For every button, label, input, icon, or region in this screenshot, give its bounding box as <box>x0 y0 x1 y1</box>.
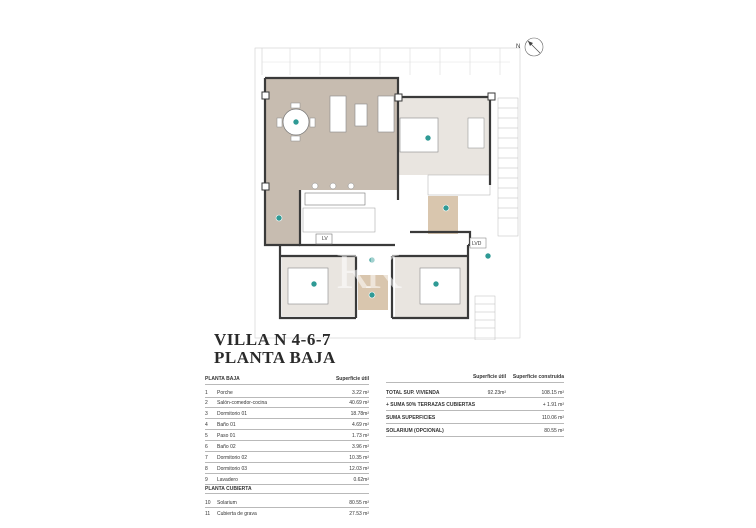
table-value: 12.03 m² <box>349 466 369 472</box>
floor-plan: LV LVD RK N <box>254 37 544 340</box>
summary-row: SUMA SUPERFICIES <box>386 415 436 421</box>
porch-area <box>265 190 300 245</box>
section-planta-baja: PLANTA BAJA <box>205 376 240 382</box>
summary-row: TOTAL SUP. VIVIENDA <box>386 390 440 396</box>
lvd-box <box>469 237 487 249</box>
col-header-util: Superficie útil <box>335 376 369 382</box>
table-value: 3.22 m² <box>352 390 369 396</box>
label-lvd: LVD <box>472 241 482 247</box>
staircase-top <box>497 97 519 237</box>
summary-value-construida: 108.15 m² <box>541 390 564 396</box>
bathroom-01 <box>428 196 458 234</box>
table-value: 1.73 m² <box>352 433 369 439</box>
table-value: 40.69 m² <box>349 400 369 406</box>
villa-title: VILLA N 4-6-7 <box>214 330 332 349</box>
closet <box>427 174 491 196</box>
dining-chairs <box>276 102 316 142</box>
summary-row: SOLARIUM (OPCIONAL) <box>386 428 444 434</box>
summary-value-util: 92.23m² <box>487 390 506 396</box>
table-value: 3.96 m² <box>352 444 369 450</box>
floor-title: PLANTA BAJA <box>214 348 336 367</box>
label-lv: LV <box>322 236 328 242</box>
col-header-util: Superficie útil <box>472 374 506 380</box>
bar-stools <box>311 182 355 190</box>
col-header-construida: Superficie construida <box>512 374 564 380</box>
area-table-right: Superficie útil Superficie construida TO… <box>386 374 564 444</box>
summary-value-construida: 80.55 m² <box>544 428 564 434</box>
lavadero <box>315 233 333 245</box>
summary-value-construida: + 1.91 m² <box>542 402 564 408</box>
plot-outline <box>254 47 521 339</box>
room-markers <box>275 118 492 299</box>
watermark: RK <box>336 243 403 300</box>
bed-01 <box>399 117 439 153</box>
columns <box>261 91 496 191</box>
summary-row: + SUMA 50% TERRAZAS CUBIERTAS <box>386 402 476 408</box>
terrace-area <box>265 78 398 190</box>
compass-icon <box>524 37 544 57</box>
bed-03 <box>419 267 461 305</box>
table-value: 27.53 m² <box>349 511 369 517</box>
table-value: 0.62m² <box>353 477 369 483</box>
section-planta-cubierta: PLANTA CUBIERTA <box>205 486 252 492</box>
coffee-table <box>354 103 368 127</box>
table-value: 18.78m² <box>350 411 369 417</box>
bed-02 <box>287 267 329 305</box>
armchair <box>377 95 395 133</box>
compass-label: N <box>516 44 520 50</box>
wardrobe <box>467 117 485 149</box>
table-value: 4.69 m² <box>352 422 369 428</box>
kitchen-counter <box>302 207 376 233</box>
kitchen-island <box>304 192 366 206</box>
staircase-bottom <box>474 295 496 340</box>
summary-value-construida: 110.06 m² <box>541 415 564 421</box>
pergola <box>289 48 501 75</box>
sofa <box>329 95 347 133</box>
table-value: 10.35 m² <box>349 455 369 461</box>
table-value: 80.55 m² <box>349 500 369 506</box>
